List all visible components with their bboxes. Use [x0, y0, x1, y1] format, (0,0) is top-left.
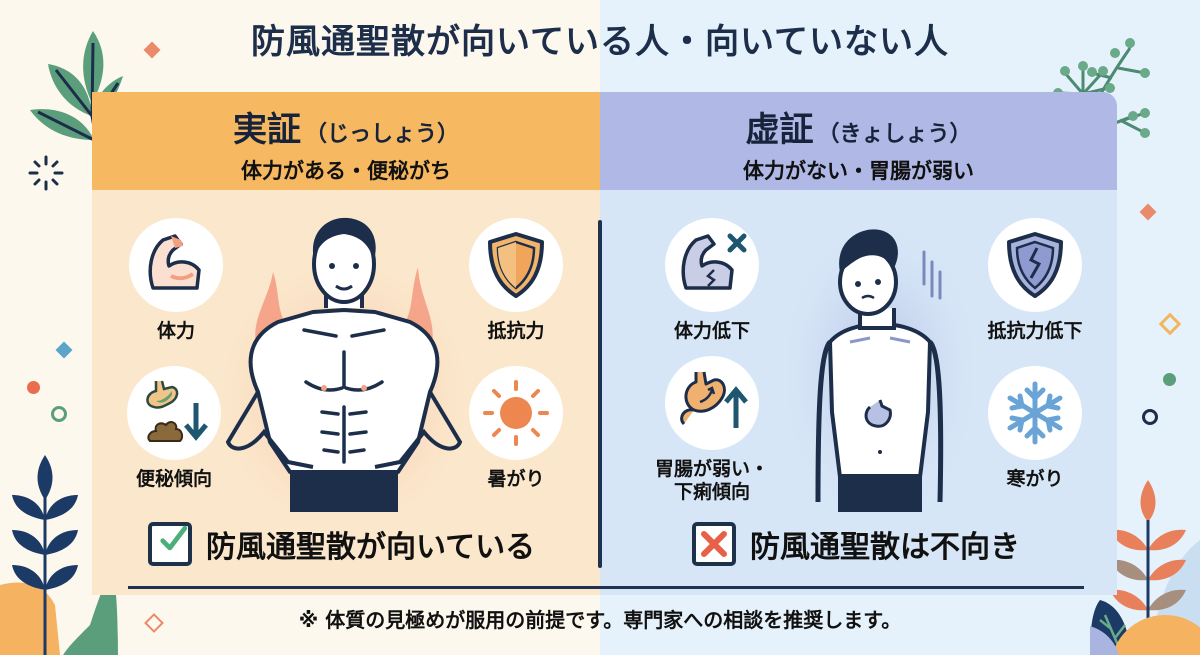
trait-label: 暑がり [487, 468, 545, 490]
footer-note: ※ 体質の見極めが服用の前提です。専門家への相談を推奨します。 [298, 608, 902, 632]
trait-label: 寒がり [1006, 468, 1064, 490]
jissho-subtitle: 体力がある・便秘がち [241, 159, 451, 183]
flexed-arm-icon [148, 234, 201, 290]
dot-decoration [1163, 373, 1176, 386]
trait-label: 抵抗力低下 [987, 320, 1083, 342]
muscular-man-illustration [218, 217, 470, 512]
trait-label: 体力 [156, 320, 195, 342]
diamond-decoration [1139, 203, 1157, 221]
trait-low-resistance: 抵抗力低下 [965, 218, 1105, 343]
kyosho-heading: 虚証 [745, 110, 814, 150]
snowflake-icon [1007, 381, 1063, 445]
checkmark-box [148, 522, 192, 566]
trait-constipation: 便秘傾向 [104, 366, 244, 491]
checkmark-icon [160, 525, 188, 551]
vertical-divider [598, 220, 602, 568]
trait-stamina: 体力 [106, 218, 246, 343]
plant-decoration-bottom-left [0, 455, 118, 655]
x-mark-icon [701, 531, 727, 557]
diamond-outline-decoration [1158, 312, 1182, 336]
trait-low-stamina: 体力低下 [642, 218, 782, 343]
trait-weak-digestion: 胃腸が弱い・ 下痢傾向 [642, 356, 782, 504]
jissho-header: 実証（じっしょう） 体力がある・便秘がち [92, 92, 600, 190]
kyosho-header: 虚証（きょしょう） 体力がない・胃腸が弱い [600, 92, 1117, 190]
kyosho-verdict-text: 防風通聖散は不向き [750, 530, 1020, 565]
shield-icon [488, 232, 544, 298]
cracked-shield-icon [1007, 232, 1063, 298]
kyosho-reading: （きょしょう） [817, 122, 972, 147]
stomach-diarrhea-icon [680, 371, 748, 428]
jissho-verdict: 防風通聖散が向いている [148, 522, 535, 566]
jissho-reading: （じっしょう） [304, 122, 459, 147]
trait-label: 胃腸が弱い・ 下痢傾向 [654, 458, 769, 503]
ring-decoration [51, 406, 67, 422]
thin-tired-man-illustration [790, 222, 970, 512]
kyosho-subtitle: 体力がない・胃腸が弱い [743, 159, 974, 183]
trait-heat-sensitive: 暑がり [446, 366, 586, 491]
plant-decoration-bottom-right [1090, 480, 1200, 655]
trait-label: 抵抗力 [487, 320, 545, 342]
trait-label: 便秘傾向 [135, 468, 212, 490]
horizontal-divider [128, 586, 1084, 589]
jissho-heading: 実証 [232, 110, 301, 150]
stomach-constipation-icon [146, 380, 208, 442]
trait-cold-sensitive: 寒がり [965, 366, 1105, 491]
trait-label: 体力低下 [673, 320, 750, 342]
ring-decoration [1142, 409, 1158, 425]
page-title: 防風通聖散が向いている人・向いていない人 [251, 22, 949, 62]
kyosho-verdict: 防風通聖散は不向き [692, 522, 1020, 566]
jissho-verdict-text: 防風通聖散が向いている [206, 530, 536, 565]
dot-decoration [27, 381, 40, 394]
sun-icon [483, 380, 549, 446]
weak-arm-icon [681, 233, 747, 290]
diamond-decoration [55, 341, 73, 359]
x-mark-box [692, 522, 736, 566]
sparkle-decoration [28, 155, 64, 191]
trait-resistance: 抵抗力 [446, 218, 586, 343]
